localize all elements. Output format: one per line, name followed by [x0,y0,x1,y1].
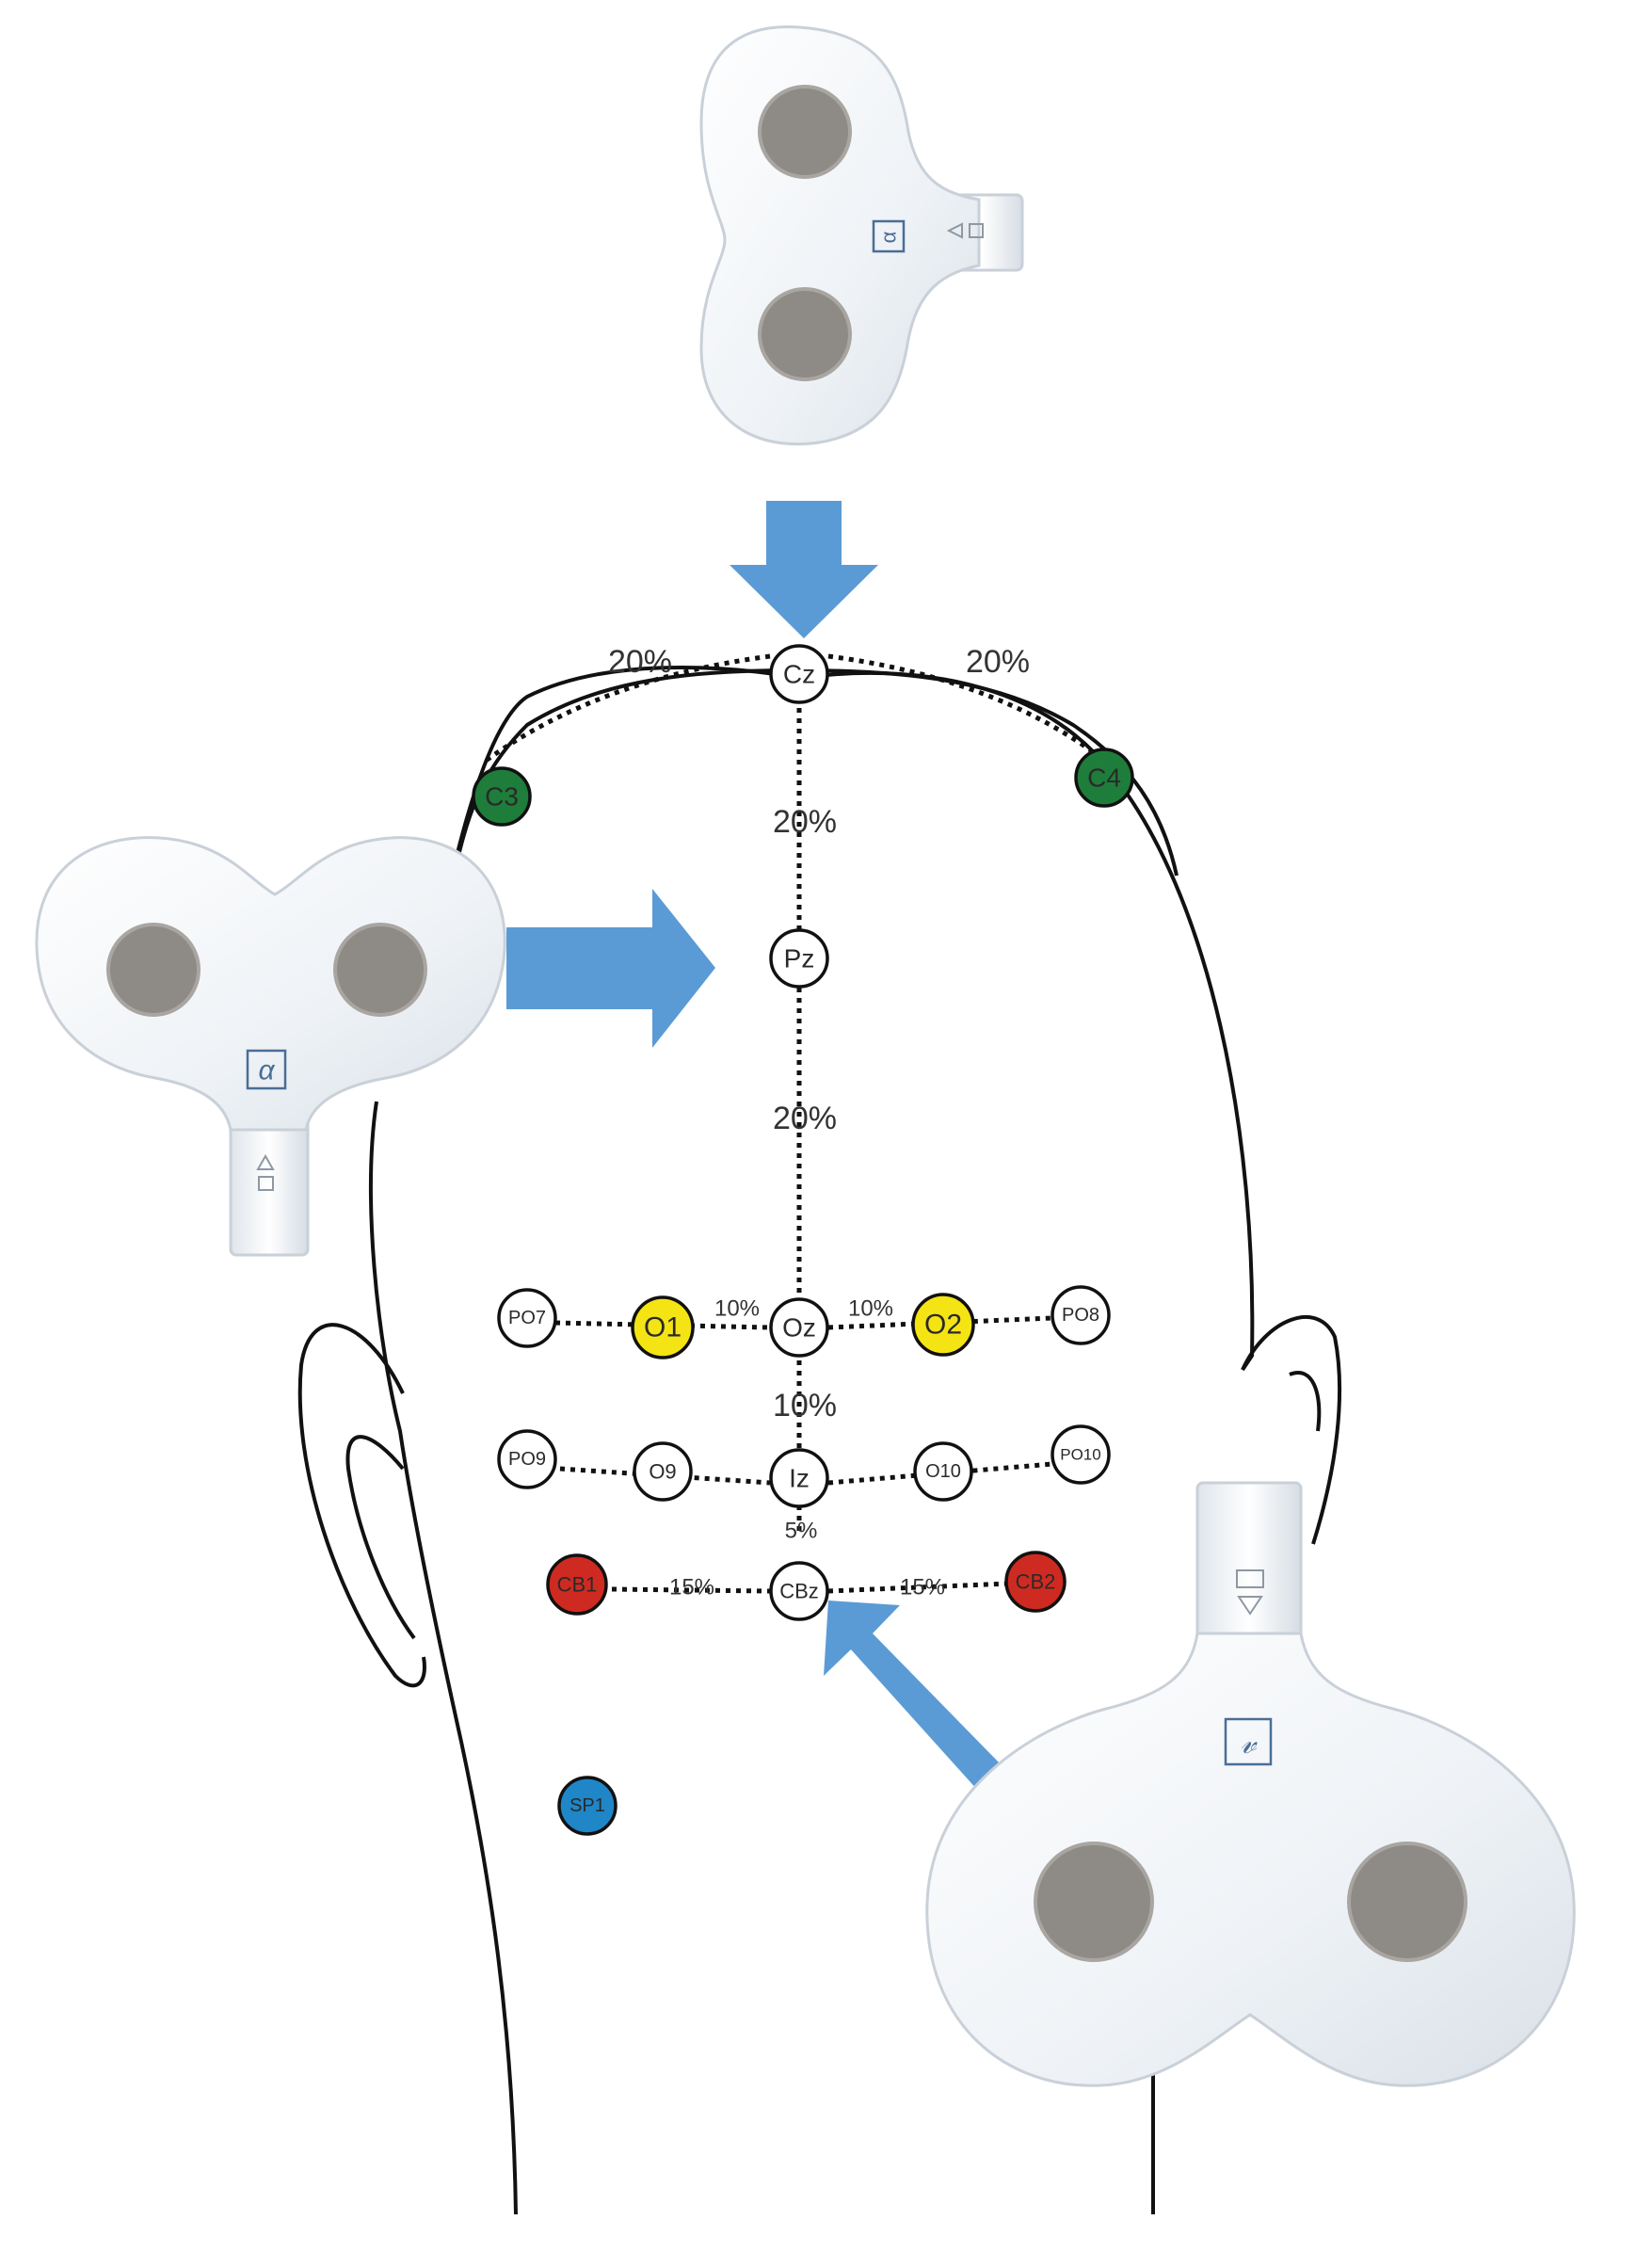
device-right-label-box [1224,1717,1273,1766]
device-left: α [35,836,506,1257]
pct-oz-iz: 10% [773,1388,837,1424]
electrode-o9: O9 [633,1441,693,1502]
electrode-po9: PO9 [497,1429,557,1489]
device-left-body [35,836,506,1132]
electrode-cz: Cz [769,644,829,704]
left-ear-outer [297,1323,426,1688]
arrow-up-left-to-cbz [824,1601,1002,1792]
device-right-symbol: 𝓋 [1241,1725,1259,1761]
electrode-o10-label: O10 [925,1461,961,1482]
pct-cz-c4: 20% [966,644,1030,680]
electrode-po9-label: PO9 [508,1449,546,1470]
arc-right-dotted [827,653,1097,756]
electrode-oz-label: Oz [782,1313,816,1343]
electrode-cb1-label: CB1 [557,1573,598,1597]
device-right: 𝓋 [925,1481,1576,2087]
arrow-right-to-pz [506,889,715,1048]
device-left-symbol: α [258,1055,275,1086]
right-ear-inner [1289,1371,1322,1432]
electrode-cbz-label: CBz [779,1580,819,1603]
electrode-po8-label: PO8 [1062,1305,1099,1326]
electrode-o10: O10 [913,1441,973,1502]
head-top-arc [455,668,1179,877]
pct-cz-c3: 20% [608,644,672,680]
electrode-po10-label: PO10 [1060,1446,1100,1464]
device-right-body [925,1632,1576,2087]
left-face-line [369,1101,518,2215]
device-left-hole-right [333,923,427,1017]
electrode-po7: PO7 [497,1288,557,1348]
electrode-c3: C3 [472,766,532,827]
device-top: α [699,25,1024,446]
electrode-cz-label: Cz [783,660,815,689]
pct-cbz-cb2: 15% [900,1575,945,1601]
connector-icon [946,222,984,239]
pct-cb1-cbz: 15% [669,1575,714,1601]
device-top-hole-upper [758,85,852,179]
device-left-hole-left [106,923,200,1017]
electrode-sp1-label: SP1 [569,1795,605,1816]
connector-icon [1236,1569,1264,1616]
pct-pz-oz: 20% [773,1101,837,1136]
device-top-label-box [872,219,906,253]
electrode-po10: PO10 [1051,1424,1111,1485]
electrode-cb2-label: CB2 [1016,1570,1056,1594]
pct-oz-o2: 10% [848,1296,893,1322]
electrode-cbz: CBz [769,1561,829,1621]
electrode-pz-label: Pz [784,944,815,973]
electrode-iz-label: Iz [789,1464,810,1493]
device-right-connector [1195,1481,1303,1649]
device-top-body [699,25,981,446]
electrode-cb2: CB2 [1004,1551,1067,1613]
electrode-c3-label: C3 [485,782,519,812]
electrode-o2: O2 [911,1293,975,1357]
row-o9-right-dotted [827,1461,1053,1486]
device-left-connector [229,1117,310,1257]
direction-arrows [506,501,1002,1792]
electrode-oz: Oz [769,1297,829,1358]
electrode-o2-label: O2 [924,1310,962,1341]
electrode-iz: Iz [769,1448,829,1508]
electrode-sp1: SP1 [557,1776,617,1836]
arc-left-dotted [484,653,771,764]
electrode-c4-label: C4 [1087,764,1121,793]
electrode-po7-label: PO7 [508,1308,546,1328]
electrode-o1: O1 [631,1295,695,1359]
electrodes: Cz Pz Oz Iz CBz C3 C4 O1 [472,644,1134,1836]
device-right-hole-left [1034,1842,1154,1962]
electrode-cb1: CB1 [546,1553,608,1616]
pct-o1-oz: 10% [714,1296,760,1322]
device-top-hole-lower [758,287,852,381]
electrode-o1-label: O1 [644,1312,682,1343]
left-ear-inner [345,1435,416,1640]
pct-cz-pz: 20% [773,804,837,840]
percent-labels: 20% 20% 20% 20% 10% 10% 10% 5% 15% 15% [608,644,1030,1601]
electrode-po8: PO8 [1051,1285,1111,1345]
connector-icon [256,1153,275,1191]
right-ear-outer [1241,1315,1342,1545]
device-right-hole-right [1347,1842,1468,1962]
electrode-c4: C4 [1074,748,1134,808]
electrode-o9-label: O9 [649,1460,676,1484]
row-o-right-dotted [827,1315,1053,1330]
electrode-pz: Pz [769,928,829,989]
pct-iz-cbz: 5% [785,1519,818,1544]
device-top-symbol: α [877,231,901,243]
device-left-label-box [246,1049,287,1090]
arrow-down-to-cz [730,501,878,638]
